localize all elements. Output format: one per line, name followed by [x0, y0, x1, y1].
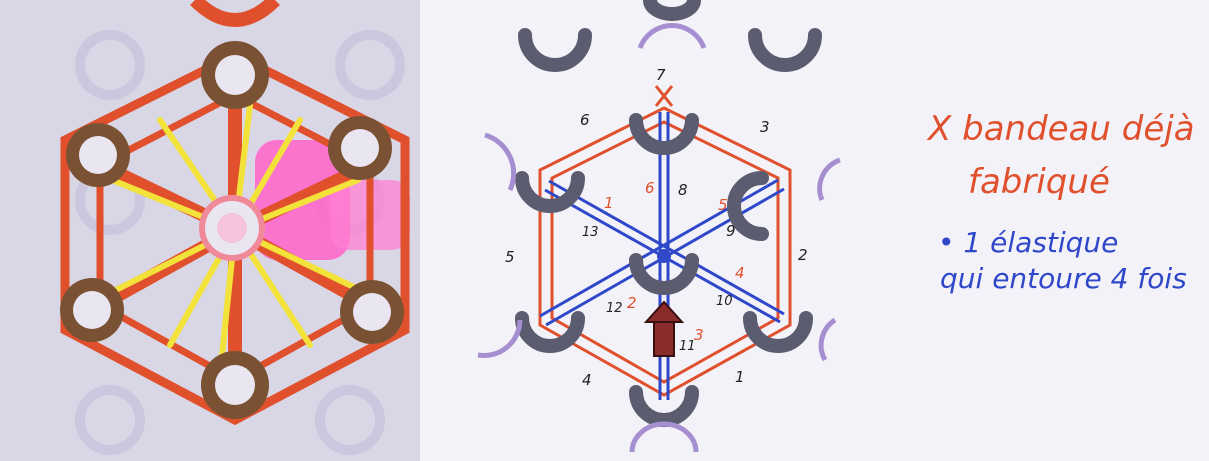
legend-text-1: bandeau déjà [962, 109, 1194, 149]
num-right-bottom: 1 [735, 368, 745, 386]
num-inner: 1 [604, 194, 614, 212]
legend-bullet: • [938, 226, 955, 259]
num-inner: 4 [735, 264, 745, 282]
num-inner: 3 [694, 326, 704, 344]
num-inner: 13 [582, 225, 599, 240]
num-inner: 8 [678, 181, 688, 199]
num-inner: 5 [718, 196, 728, 214]
num-top: 7 [656, 66, 666, 84]
num-inner: 2 [627, 294, 637, 312]
num-inner: 10 [716, 294, 733, 309]
num-inner: 9 [726, 222, 736, 240]
legend-text-3: 1 élastique [963, 226, 1118, 259]
legend-x-marker: X [928, 109, 951, 149]
num-right-mid: 2 [798, 246, 808, 264]
num-right-top: 3 [760, 118, 770, 136]
legend-line-1: X bandeau déjà [928, 112, 1195, 146]
legend-line-4: qui entoure 4 fois [940, 262, 1187, 295]
num-left-top: 6 [580, 111, 590, 129]
num-left-bottom: 4 [582, 371, 592, 389]
num-left-mid: 5 [505, 248, 515, 266]
legend-line-2: fabriqué [968, 162, 1110, 202]
num-inner: 6 [645, 179, 655, 197]
num-inner: 12 [606, 301, 623, 316]
center-dot [657, 249, 671, 263]
legend-line-3: • 1 élastique [938, 226, 1118, 259]
photo-loom [0, 0, 420, 461]
